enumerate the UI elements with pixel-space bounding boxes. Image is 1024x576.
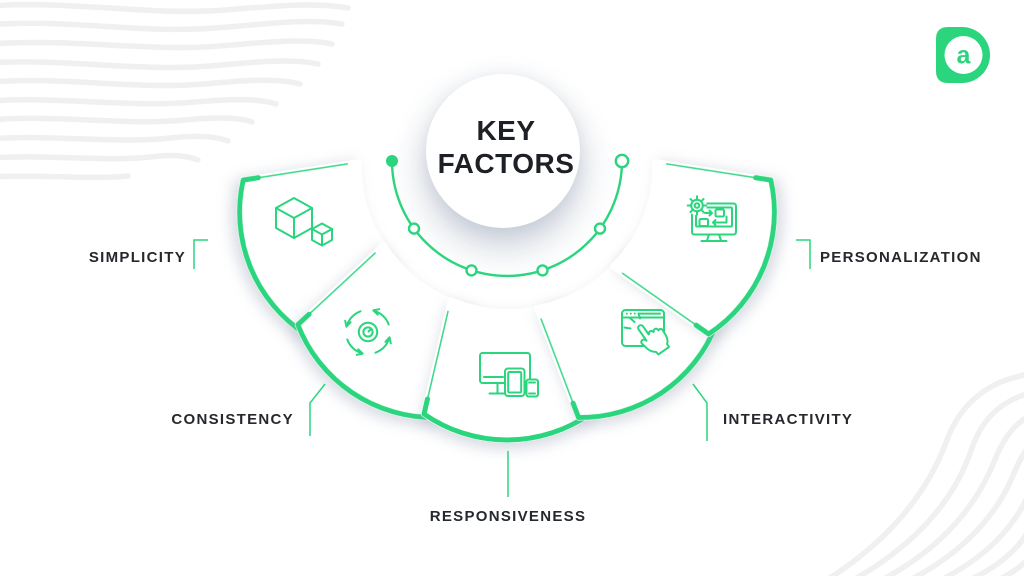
brand-logo-circle — [944, 36, 983, 74]
background-waves-bottom-right — [827, 371, 1024, 576]
factor-label-interactivity: INTERACTIVITY — [723, 411, 854, 428]
cycle-arrows-icon — [344, 308, 392, 356]
petal-personalization — [609, 159, 778, 337]
progress-arc — [386, 153, 630, 278]
connector-interactivity — [692, 383, 708, 441]
connector-consistency — [309, 383, 326, 436]
background-waves-top-left — [0, 1, 351, 181]
arc-dot-start — [386, 155, 398, 167]
arc-dot — [407, 222, 421, 235]
connector-simplicity — [193, 239, 208, 269]
responsive-devices-icon — [479, 352, 539, 398]
settings-monitor-icon — [686, 195, 737, 242]
page-title: KEY FACTORS — [438, 114, 575, 180]
factor-label-responsiveness: RESPONSIVENESS — [429, 508, 587, 525]
factor-label-simplicity: SIMPLICITY — [88, 249, 186, 266]
brand-logo: a — [936, 27, 990, 83]
factor-label-personalization: PERSONALIZATION — [820, 249, 982, 266]
click-hand-icon — [621, 309, 671, 356]
arc-dot-end — [614, 153, 630, 169]
arc-dot — [536, 264, 549, 277]
arc-dot — [465, 264, 478, 277]
cubes-icon — [275, 197, 333, 247]
connector-personalization — [796, 239, 811, 269]
arc-dot — [593, 222, 607, 235]
page-title-line2: FACTORS — [437, 148, 575, 179]
page-title-line1: KEY — [476, 115, 536, 146]
brand-logo-letter: a — [957, 42, 972, 70]
center-circle — [426, 74, 580, 228]
factor-label-consistency: CONSISTENCY — [171, 411, 294, 428]
